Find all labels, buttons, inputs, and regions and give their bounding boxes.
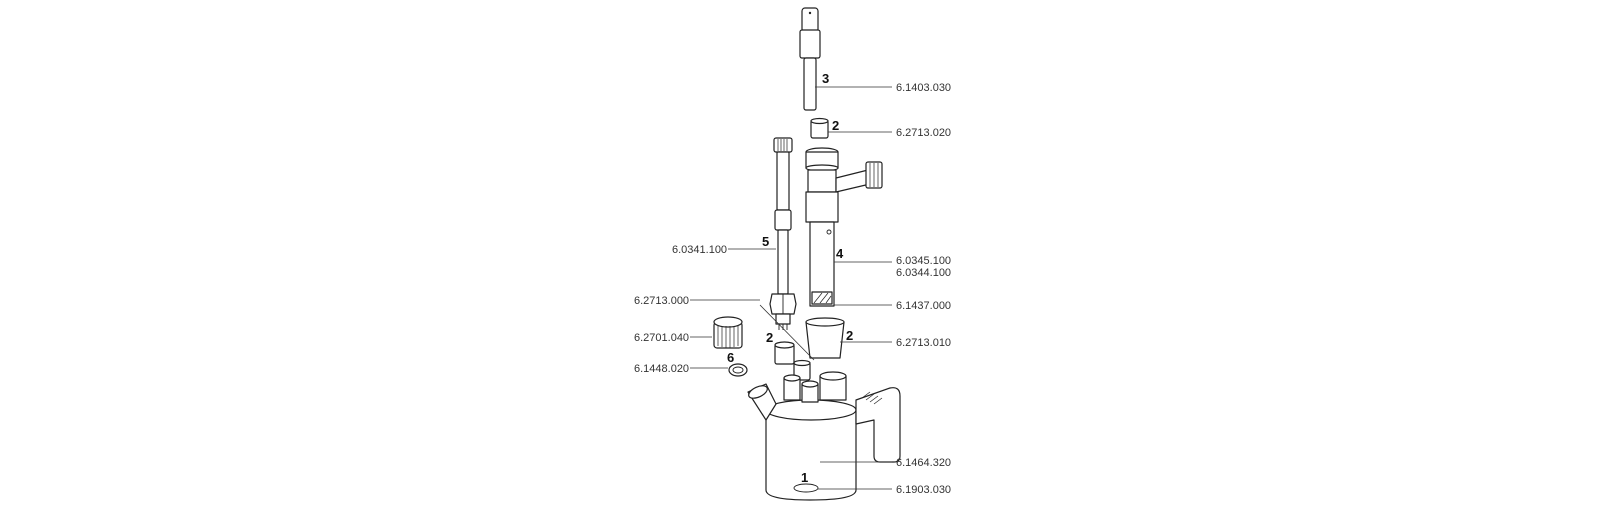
part-code-6.1464.320: 6.1464.320 [896,457,951,469]
sleeve-large [805,317,845,359]
part-code-6.0344.100: 6.0344.100 [896,267,951,279]
sleeve-small-top [810,117,829,139]
electrode-main-body [805,147,883,307]
electrode-rod-top [799,7,821,111]
callout-number-6: 6 [727,350,734,365]
part-code-6.1403.030: 6.1403.030 [896,82,951,94]
electrode-left [769,137,797,330]
callout-number-3: 3 [822,71,829,86]
part-code-6.1448.020: 6.1448.020 [634,363,689,375]
part-code-6.2713.020: 6.2713.020 [896,127,951,139]
o-ring [728,363,748,377]
callout-number-2-large: 2 [846,328,853,343]
part-code-6.2713.010: 6.2713.010 [896,337,951,349]
callout-number-4: 4 [836,246,844,261]
part-code-6.0341.100: 6.0341.100 [672,244,727,256]
callout-number-2-small: 2 [766,330,773,345]
part-code-6.2701.040: 6.2701.040 [634,332,689,344]
stopper-small [774,341,811,381]
screw-cap [713,316,743,349]
part-code-6.1437.000: 6.1437.000 [896,300,951,312]
callout-number-5: 5 [762,234,769,249]
part-code-6.2713.000: 6.2713.000 [634,295,689,307]
titration-vessel [747,371,901,501]
callout-number-1: 1 [801,470,808,485]
callout-number-2-top: 2 [832,118,839,133]
part-code-6.1903.030: 6.1903.030 [896,484,951,496]
part-code-6.0345.100: 6.0345.100 [896,255,951,267]
